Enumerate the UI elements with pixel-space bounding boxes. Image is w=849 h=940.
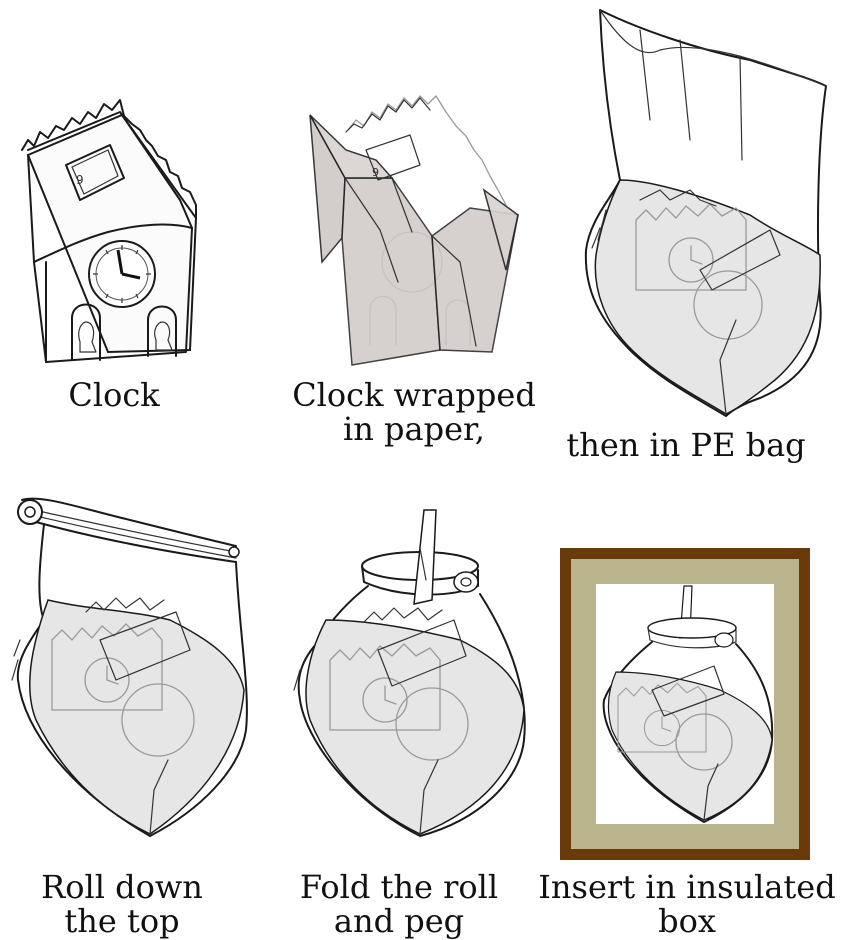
- step-4-caption-line-1: Roll down: [41, 868, 203, 906]
- step-3-caption-line-1: then in PE bag: [566, 426, 806, 464]
- step-2-caption-line-2: in paper,: [343, 410, 485, 448]
- step-5-caption-line-1: Fold the roll: [299, 868, 499, 906]
- insulated-box-drawing: [560, 548, 810, 860]
- step-5-caption: Fold the roll and peg: [282, 870, 516, 938]
- step-6-caption-line-1: Insert in insulated: [538, 868, 836, 906]
- step-2-caption-line-1: Clock wrapped: [292, 376, 536, 414]
- bagged-clock-drawing: [584, 9, 827, 417]
- step-6-caption-line-2: box: [658, 902, 716, 940]
- svg-text:9: 9: [76, 173, 84, 187]
- step-1-caption: Clock: [14, 378, 214, 412]
- step-5-caption-line-2: and peg: [333, 902, 465, 940]
- rolled-bag-drawing: [11, 497, 248, 837]
- pegged-bag-drawing: [293, 509, 526, 837]
- wrapped-clock-drawing: 9: [309, 95, 519, 366]
- step-6-caption: Insert in insulated box: [536, 870, 838, 938]
- step-2-caption: Clock wrapped in paper,: [274, 378, 554, 446]
- step-1-caption-line-1: Clock: [68, 376, 160, 414]
- step-4-caption: Roll down the top: [12, 870, 232, 938]
- clock-drawing: 9: [21, 99, 198, 363]
- step-3-caption: then in PE bag: [556, 428, 816, 462]
- svg-text:9: 9: [372, 166, 379, 179]
- step-4-caption-line-2: the top: [64, 902, 180, 940]
